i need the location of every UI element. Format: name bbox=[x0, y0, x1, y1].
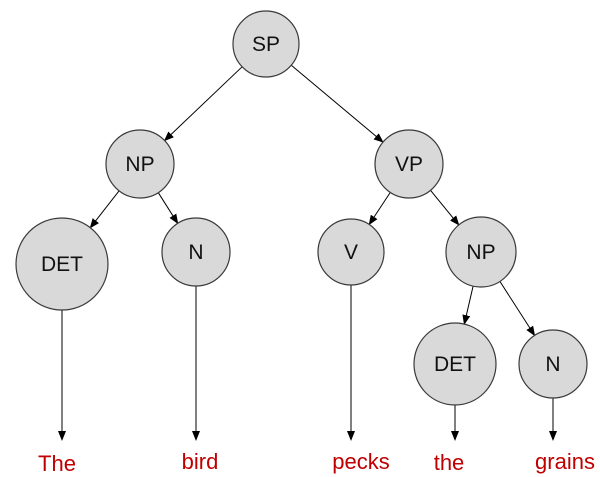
node-label: N bbox=[545, 353, 560, 376]
node-np1: NP bbox=[105, 129, 175, 199]
word-label: the bbox=[434, 450, 465, 475]
node-circle bbox=[374, 129, 444, 199]
edge-vp-to-v bbox=[368, 192, 391, 226]
edge-np1-to-n1 bbox=[157, 192, 179, 225]
node-vp: VP bbox=[374, 129, 444, 199]
tree-nodes: SP NP VP DET N V NP DET N bbox=[15, 10, 588, 406]
edge-np2-to-n2 bbox=[499, 281, 536, 337]
tree-words: The bird pecks the grains bbox=[38, 449, 595, 476]
word-label: bird bbox=[182, 449, 219, 474]
node-circle bbox=[232, 10, 300, 78]
node-n2: N bbox=[518, 329, 588, 399]
node-circle bbox=[445, 216, 517, 288]
node-np2: NP bbox=[445, 216, 517, 288]
node-label: VP bbox=[395, 153, 423, 176]
node-label: SP bbox=[252, 33, 280, 56]
node-circle bbox=[105, 129, 175, 199]
node-n1: N bbox=[161, 217, 231, 287]
node-circle bbox=[15, 217, 109, 311]
node-sp: SP bbox=[232, 10, 300, 78]
node-label: DET bbox=[434, 353, 476, 376]
node-det1: DET bbox=[15, 217, 109, 311]
node-label: N bbox=[188, 241, 203, 264]
node-label: NP bbox=[125, 153, 154, 176]
node-label: NP bbox=[466, 241, 495, 264]
tree-edges bbox=[58, 64, 557, 441]
node-circle bbox=[518, 329, 588, 399]
edge-np1-to-det1 bbox=[89, 190, 120, 229]
edge-vp-to-np2 bbox=[430, 189, 460, 226]
node-circle bbox=[161, 217, 231, 287]
node-circle bbox=[413, 322, 497, 406]
word-label: pecks bbox=[332, 449, 389, 474]
node-label: V bbox=[344, 241, 358, 264]
word-label: grains bbox=[535, 449, 595, 474]
node-label: DET bbox=[41, 253, 83, 276]
edge-sp-to-vp bbox=[290, 64, 384, 143]
edge-np2-to-det2 bbox=[462, 285, 474, 326]
node-det2: DET bbox=[413, 322, 497, 406]
word-label: The bbox=[38, 451, 76, 476]
node-v: V bbox=[317, 218, 385, 286]
node-circle bbox=[317, 218, 385, 286]
edge-sp-to-np1 bbox=[163, 66, 243, 142]
